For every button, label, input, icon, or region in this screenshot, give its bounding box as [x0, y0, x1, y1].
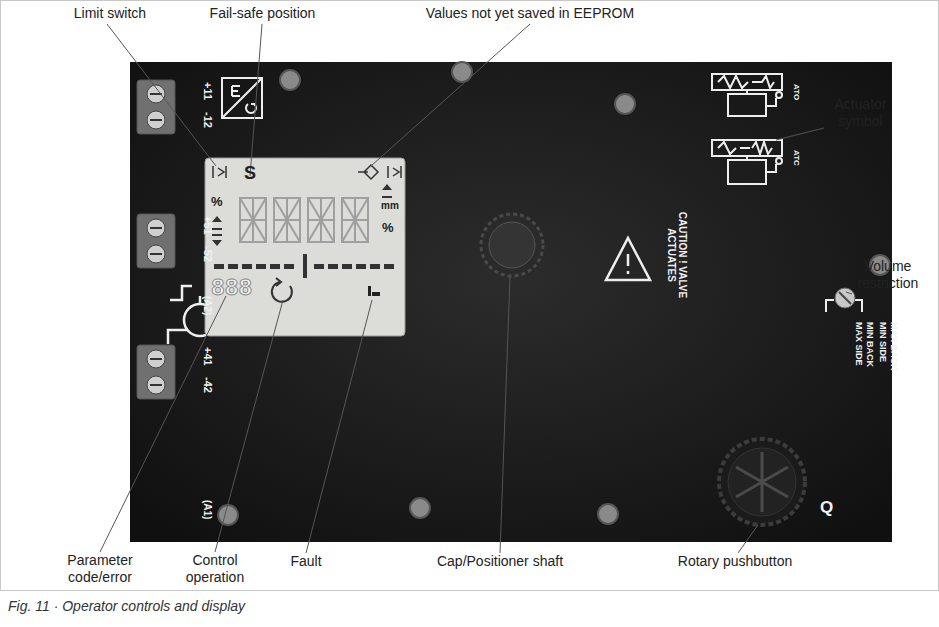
actuator-symbol — [712, 74, 782, 116]
callout-label: Actuator symbol — [818, 96, 903, 130]
panel-marking: Q — [820, 498, 833, 518]
leader-line — [100, 296, 226, 552]
actuator-code: ATO — [791, 84, 800, 100]
volume-restriction — [826, 288, 862, 312]
callout-label: Volume restriction — [840, 258, 936, 292]
terminal-number: -12 — [202, 112, 214, 128]
restriction-marking: MIN BACK — [864, 322, 874, 367]
restriction-marking: MIN SIDE — [877, 322, 887, 362]
actuator-code: ATC — [791, 150, 800, 166]
callout-label: Cap/Positioner shaft — [420, 553, 580, 570]
callout-label: Fault — [285, 553, 327, 570]
leader-line — [306, 300, 372, 553]
leader-line — [846, 292, 852, 294]
callout-label: Rotary pushbutton — [665, 553, 805, 570]
leader-line — [776, 128, 824, 140]
leader-line — [250, 24, 262, 176]
limit-switch-icon — [213, 166, 226, 178]
terminal-number: +41 — [202, 347, 214, 366]
callout-label: Limit switch — [55, 5, 165, 22]
fail-safe-symbol: S — [244, 163, 256, 185]
leader-line — [371, 24, 530, 166]
control-operation-icon — [272, 278, 292, 302]
callout-label: Control operation — [170, 552, 260, 586]
rotary-pushbutton — [719, 439, 805, 525]
bar-graph — [214, 254, 394, 278]
terminal-number: -52 — [202, 246, 214, 262]
callout-label: Values not yet saved in EEPROM — [395, 5, 665, 22]
leader-line — [215, 300, 283, 552]
lcd-display — [205, 158, 405, 336]
actuator-symbol — [712, 140, 782, 184]
segment-digit — [240, 198, 368, 242]
figure-caption: Fig. 11 · Operator controls and display — [8, 598, 245, 615]
leader-line — [107, 24, 216, 166]
terminal-block — [137, 345, 175, 399]
unit-symbol: % — [211, 194, 223, 210]
terminal-block — [137, 214, 175, 268]
terminal-number: +51 — [202, 216, 214, 235]
output-name: (A1) — [202, 500, 213, 519]
restriction-marking: MAX BACK — [888, 322, 898, 371]
restriction-marking: MAX SIDE — [853, 322, 863, 366]
positioner-panel — [130, 62, 892, 542]
warning-triangle — [606, 238, 650, 280]
figure-frame — [1, 1, 939, 591]
leader-line — [738, 525, 758, 553]
parameter-code: 888 — [211, 276, 252, 304]
leader-line — [500, 276, 510, 553]
callout-label: Parameter code/error — [50, 552, 150, 586]
caution-text: CAUTION ! VALVE ACTUATES — [666, 205, 688, 305]
positioner-shaft-cap — [481, 214, 543, 276]
callout-label: Fail-safe position — [195, 5, 330, 22]
panel-screw — [218, 62, 890, 525]
terminal-number: +11 — [202, 82, 214, 100]
terminal-number: -42 — [202, 377, 214, 393]
unit-symbol: % — [382, 220, 394, 236]
eeprom-icon — [358, 165, 378, 179]
unit-symbol: mm — [381, 200, 399, 212]
limit-switch-icon — [388, 166, 401, 178]
fault-icon — [368, 286, 380, 296]
arrow-icon — [212, 184, 392, 246]
